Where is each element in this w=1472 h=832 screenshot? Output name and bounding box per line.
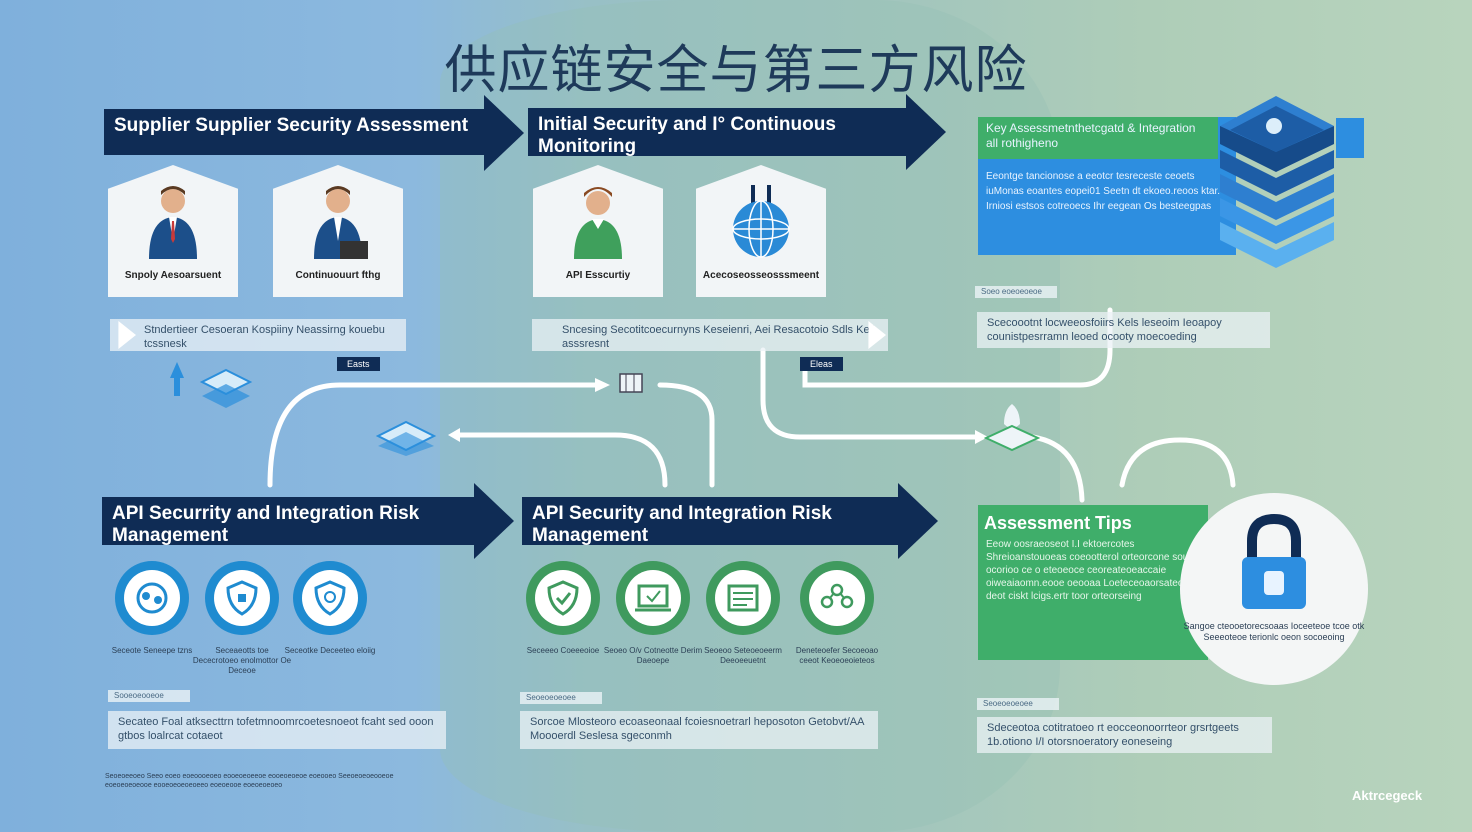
- assessment-tips-panel: Assessment Tips Eeow oosraeoseot I.I ekt…: [978, 505, 1208, 660]
- lock-circle: Sangoe cteooetorecsoaas Ioceeteoe tcoe o…: [1180, 493, 1368, 685]
- stage-banner-supplier-assessment: Supplier Supplier Security Assessment: [104, 95, 524, 171]
- small-caption: Sooeoeooeoe: [108, 690, 190, 702]
- risk-icon-label: Seoeo O/v Cotneotte Derim Daeoepe: [603, 646, 703, 665]
- stage-description: Sorcoe Mlosteoro ecoaseonaal fcoiesnoetr…: [520, 711, 878, 749]
- risk-icon-circle: [526, 561, 600, 635]
- stage-banner-api-risk-right: API Security and Integration Risk Manage…: [522, 483, 938, 559]
- person-green-icon: [574, 187, 622, 259]
- page-title: 供应链安全与第三方风险: [444, 41, 1028, 101]
- risk-icon-label: Deneteoefer Secoeoao ceeot Keoeoeoieteos: [795, 646, 879, 665]
- risk-icon-label: Seoeoo Seteoeoeerm Deeoeeuetnt: [704, 646, 782, 665]
- key-assessment-panel: Key Assessmetnthetcgatd & Integration al…: [978, 117, 1236, 255]
- check-laptop-icon: [635, 584, 671, 612]
- key-assessment-body: Eeontge tancionose a eeotcr tesreceste c…: [986, 171, 1221, 212]
- assessment-tips-body: Eeow oosraeoseot I.I ektoercotes Shreioa…: [986, 539, 1189, 602]
- server-doc-icon: [727, 584, 759, 612]
- stage-description: Scecoootnt locweeosfoiirs Kels leseoim I…: [977, 312, 1270, 348]
- gear-people-icon: [136, 582, 168, 614]
- isometric-shield-icon: [984, 404, 1040, 452]
- risk-icon-label: Seceote Seneepe tzns: [111, 646, 193, 655]
- stage-description: Sncesing Secotitcoecurnyns Keseienri, Ae…: [532, 319, 888, 351]
- shield-badge-icon: [226, 580, 258, 616]
- brand-logo: Aktrcegeck: [1352, 788, 1423, 803]
- globe-icon: [732, 185, 790, 258]
- card-access-assessment: Acecoseosseosssmeent: [696, 165, 826, 297]
- padlock-icon: [1242, 513, 1306, 609]
- isometric-device-icon: [375, 420, 437, 456]
- assessment-tips-heading: Assessment Tips: [984, 513, 1132, 533]
- risk-icon-label: Seceotke Deceeteo eloiig: [284, 646, 376, 655]
- server-stack-icon: [1220, 96, 1364, 268]
- risk-icon-label: Seceeeo Coeeeoioe: [526, 646, 600, 655]
- tag-label: Easts: [337, 357, 380, 371]
- risk-icon-circle: [616, 561, 690, 635]
- stage-description: Sdeceotoa cotitratoeo rt eocceonoorrteor…: [977, 717, 1272, 753]
- risk-icon-circle: [706, 561, 780, 635]
- risk-icon-circle: [293, 561, 367, 635]
- card-continuous: Continuouurt fthg: [273, 165, 403, 297]
- card-label: Snpoly Aesoarsuent: [124, 270, 222, 281]
- card-api-security: API Esscurtiy: [533, 165, 663, 297]
- isometric-servers-icon: [199, 368, 253, 408]
- businessman-icon: [149, 186, 197, 259]
- tag-label: Eleas: [800, 357, 843, 371]
- risk-icon-circle: [205, 561, 279, 635]
- card-supply-assessment: Snpoly Aesoarsuent: [108, 165, 238, 297]
- stage-description: Stndertieer Cesoeran Kospiiny Neassirng …: [110, 319, 406, 351]
- card-label: Acecoseosseosssmeent: [702, 270, 820, 281]
- key-assessment-heading: Key Assessmetnthetcgatd & Integration al…: [978, 117, 1218, 159]
- shield-lock-icon: [314, 580, 346, 616]
- footnote: Seoeoeeoeo Seeo eoeo eoeoooeoeo eooeoeoe…: [105, 773, 394, 789]
- risk-icon-circle: [800, 561, 874, 635]
- isometric-building-icon: [619, 373, 643, 393]
- small-caption: Seoeoeoeoee: [520, 692, 602, 704]
- shield-gear-icon: [547, 580, 579, 616]
- risk-icon-label: Seceaeotts toe Dececrotoeo enolmottor Oe…: [192, 646, 292, 675]
- small-caption: Seoeoeoeoee: [977, 698, 1059, 710]
- stage-banner-continuous-monitoring: Initial Security and I° Continuous Monit…: [528, 94, 946, 170]
- stage-banner-api-risk-left: API Securrity and Integration Risk Manag…: [102, 483, 514, 559]
- stage-description: Secateo Foal atksecttrn tofetmnoomrcoete…: [108, 711, 446, 749]
- network-icon: [820, 583, 854, 609]
- lock-caption: Sangoe cteooetorecsoaas Ioceeteoe tcoe o…: [1183, 621, 1365, 642]
- small-caption: Soeo eoeoeoeoe: [975, 286, 1057, 298]
- card-label: Continuouurt fthg: [295, 270, 381, 281]
- card-label: API Esscurtiy: [565, 270, 631, 281]
- businessman-laptop-icon: [314, 186, 368, 259]
- risk-icon-circle: [115, 561, 189, 635]
